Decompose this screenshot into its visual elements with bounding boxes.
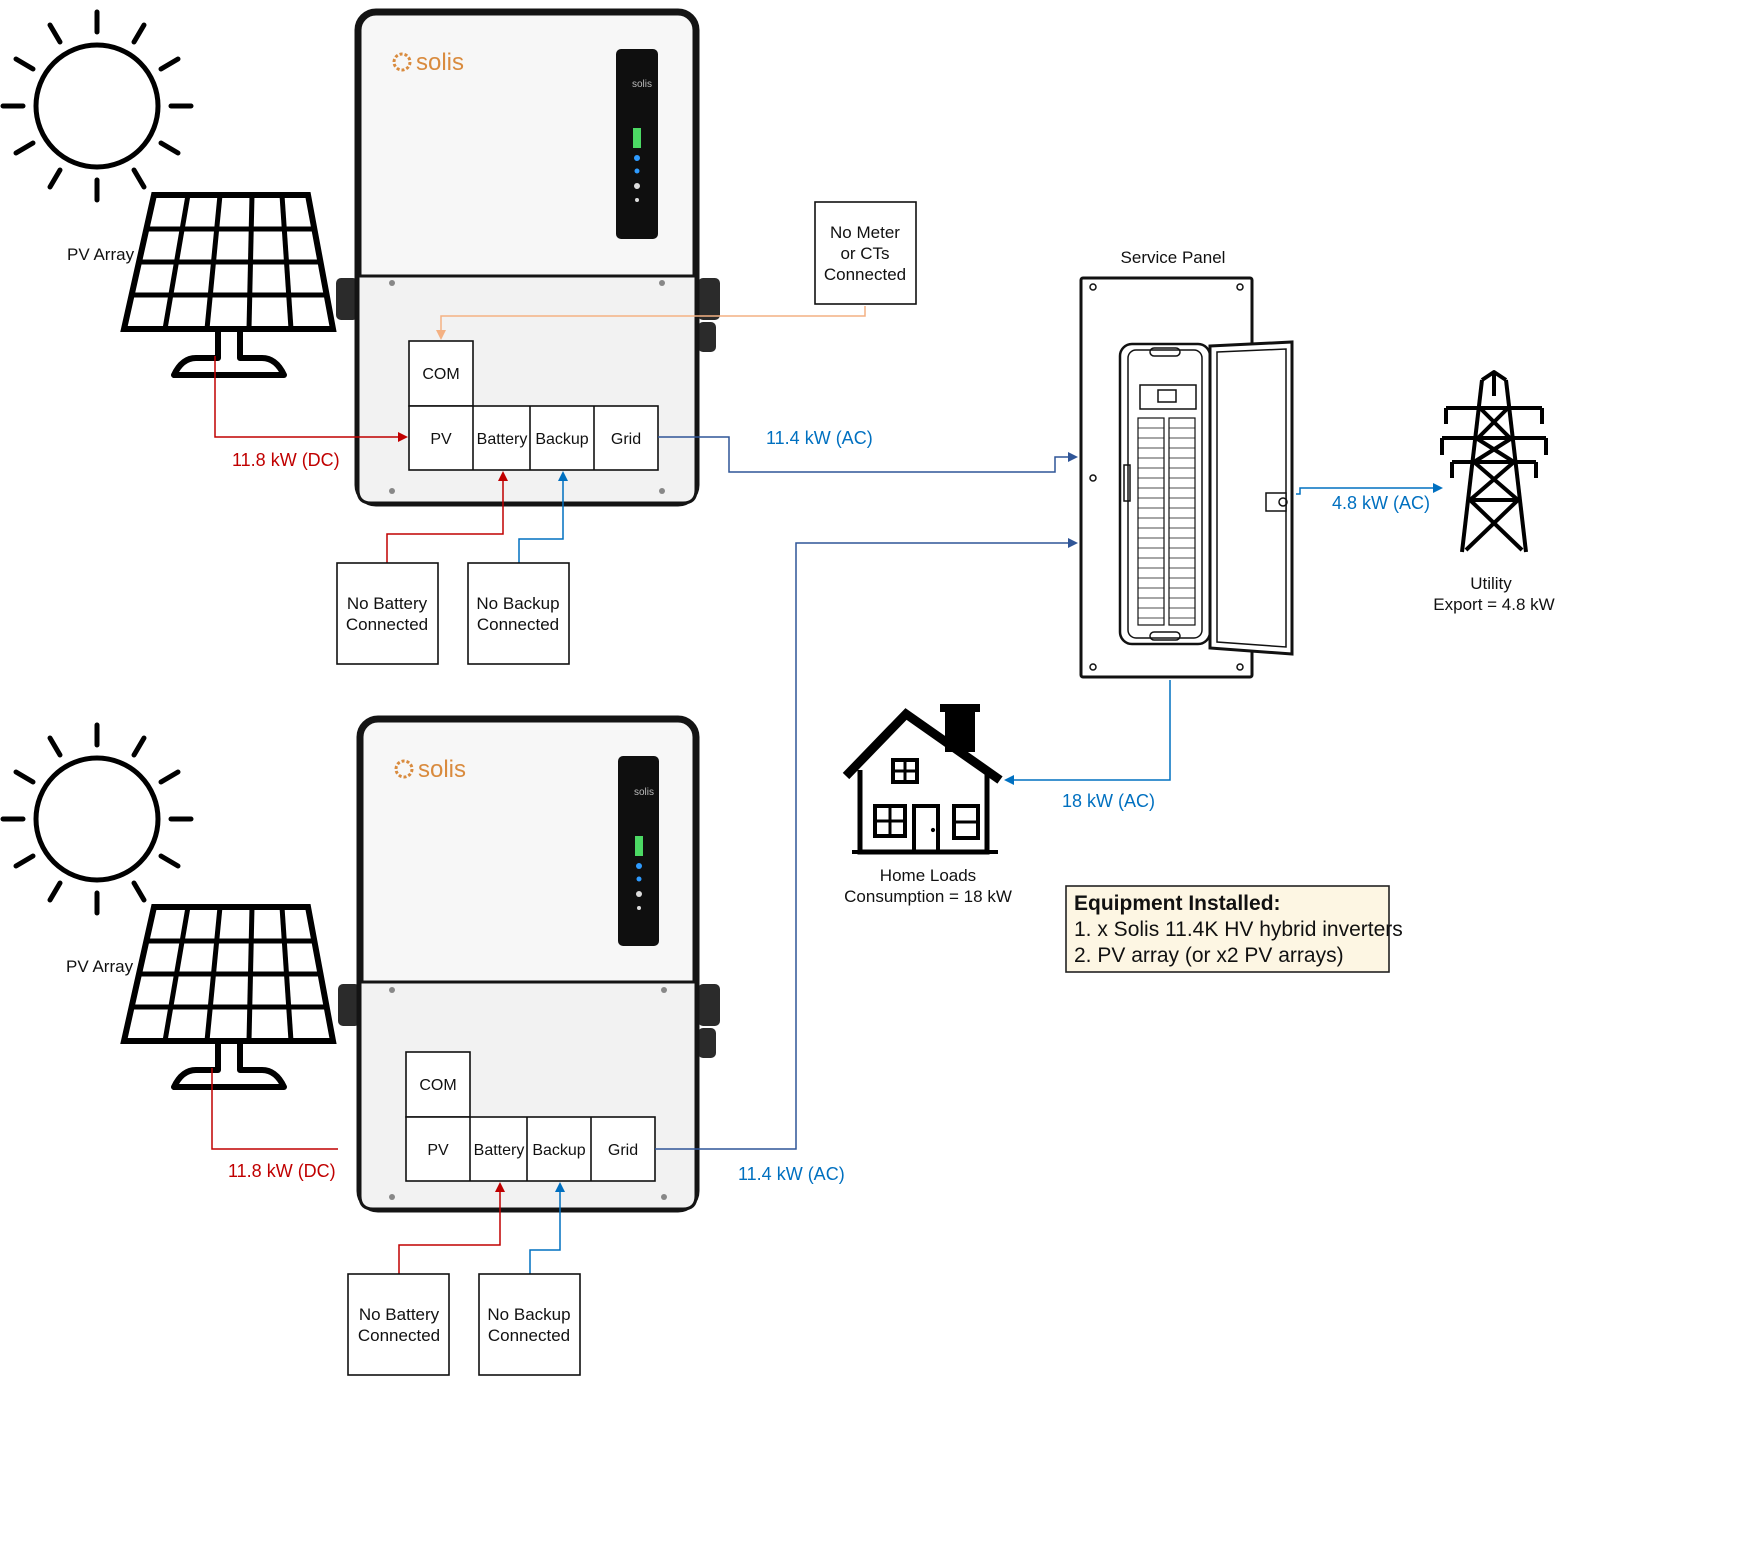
svg-text:No Meter: No Meter xyxy=(830,223,900,242)
status-display: solis xyxy=(618,756,659,946)
pv-array-label: PV Array xyxy=(67,245,135,264)
grid-port: Grid xyxy=(611,431,641,448)
inverter-ac-flow-label-bottom: 11.4 kW (AC) xyxy=(738,1164,845,1184)
svg-text:Connected: Connected xyxy=(358,1326,440,1345)
equipment-item-2: 2. PV array (or x2 PV arrays) xyxy=(1074,944,1344,967)
home-loads-label: Home Loads xyxy=(880,866,976,885)
house-icon xyxy=(842,704,1003,855)
equipment-title: Equipment Installed: xyxy=(1074,892,1281,915)
battery-line-bottom xyxy=(398,1182,505,1274)
pv-dc-line-top xyxy=(214,356,408,442)
pv-port: PV xyxy=(430,431,452,448)
backup-line-top xyxy=(518,471,568,563)
pv-dc-line-bottom xyxy=(211,1068,338,1150)
svg-text:No Backup: No Backup xyxy=(487,1305,570,1324)
pv-port: PV xyxy=(427,1142,449,1159)
svg-text:No Backup: No Backup xyxy=(476,594,559,613)
solis-logo: solis xyxy=(394,756,466,783)
svg-text:No Battery: No Battery xyxy=(347,594,428,613)
battery-line-top xyxy=(386,471,508,563)
home-consumption-label: Consumption = 18 kW xyxy=(844,887,1012,906)
no-backup-box-bottom xyxy=(478,1273,581,1376)
battery-port: Battery xyxy=(474,1142,525,1159)
svg-text:solis: solis xyxy=(418,756,466,783)
battery-port: Battery xyxy=(477,431,528,448)
utility-label: Utility xyxy=(1470,574,1512,593)
no-backup-box-top xyxy=(467,562,570,665)
pv-array-label: PV Array xyxy=(66,957,134,976)
export-flow-label: 4.8 kW (AC) xyxy=(1332,493,1430,513)
service-panel-icon xyxy=(1079,276,1294,679)
solar-panel-icon xyxy=(124,907,333,1087)
pv-dc-flow-label-top: 11.8 kW (DC) xyxy=(232,450,340,470)
sun-icon xyxy=(3,12,191,200)
svg-text:Connected: Connected xyxy=(824,265,906,284)
backup-port: Backup xyxy=(535,431,588,448)
solis-logo: solis xyxy=(392,49,464,76)
port-block-bottom: COM PV Battery Backup Grid xyxy=(405,1051,656,1182)
sun-icon xyxy=(3,725,191,913)
com-port: COM xyxy=(422,366,459,383)
inverter-ac-flow-label-top: 11.4 kW (AC) xyxy=(766,428,873,448)
pv-dc-flow-label-bottom: 11.8 kW (DC) xyxy=(228,1161,336,1181)
solar-panel-icon xyxy=(124,195,333,375)
backup-port: Backup xyxy=(532,1142,585,1159)
utility-export-label: Export = 4.8 kW xyxy=(1433,595,1554,614)
backup-line-bottom xyxy=(529,1182,565,1274)
grid-port: Grid xyxy=(608,1142,638,1159)
svg-text:solis: solis xyxy=(632,79,652,90)
port-block-top: COM PV Battery Backup Grid xyxy=(408,340,659,471)
svg-text:Connected: Connected xyxy=(477,615,559,634)
grid-ac-line-bottom xyxy=(655,538,1078,1150)
svg-text:Connected: Connected xyxy=(488,1326,570,1345)
no-battery-box-top xyxy=(336,562,439,665)
status-display: solis xyxy=(616,49,658,239)
home-load-line xyxy=(1004,680,1171,785)
no-battery-box-bottom xyxy=(347,1273,450,1376)
utility-tower-icon xyxy=(1440,370,1548,553)
home-flow-label: 18 kW (AC) xyxy=(1062,791,1155,811)
grid-ac-line-top xyxy=(658,436,1078,473)
svg-text:solis: solis xyxy=(416,49,464,76)
svg-text:solis: solis xyxy=(634,787,654,798)
meter-box xyxy=(814,201,917,305)
equipment-installed-box: Equipment Installed: 1. x Solis 11.4K HV… xyxy=(1065,885,1403,973)
export-line xyxy=(1296,483,1443,495)
equipment-item-1: 1. x Solis 11.4K HV hybrid inverters xyxy=(1074,918,1403,941)
svg-text:No Battery: No Battery xyxy=(359,1305,440,1324)
svg-text:or CTs: or CTs xyxy=(840,244,889,263)
com-port: COM xyxy=(419,1077,456,1094)
service-panel-label: Service Panel xyxy=(1121,248,1226,267)
svg-text:Connected: Connected xyxy=(346,615,428,634)
meter-line xyxy=(436,306,866,340)
